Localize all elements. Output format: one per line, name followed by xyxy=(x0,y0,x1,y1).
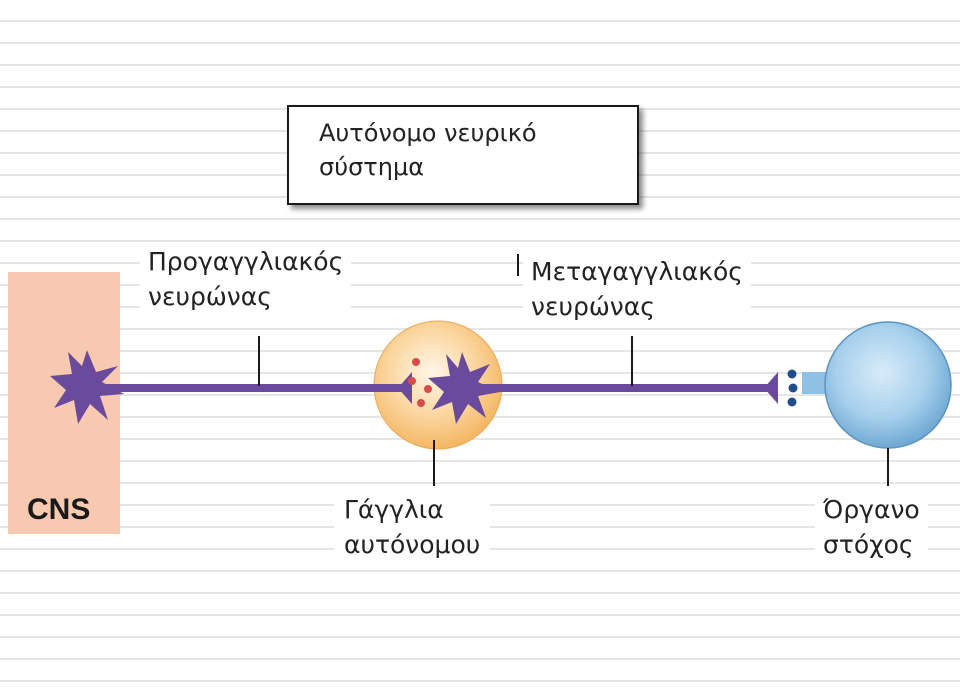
ganglion-vesicle xyxy=(412,358,420,366)
target-vesicle xyxy=(788,383,798,393)
ganglion-vesicle xyxy=(408,377,416,385)
target-organ-label: Όργανο στόχος xyxy=(815,492,928,562)
preganglionic-label-line-2: νευρώνας xyxy=(148,282,272,311)
ganglion-label: Γάγγλια αυτόνομου xyxy=(334,492,491,562)
target-vesicle xyxy=(787,397,797,407)
postganglionic-cell-body xyxy=(428,352,500,424)
preganglionic-label: Προγαγγλιακός νευρώνας xyxy=(140,244,352,314)
ganglion-vesicle xyxy=(424,385,432,393)
target-organ xyxy=(824,321,952,449)
preganglionic-cell-body xyxy=(50,350,124,424)
postganglionic-terminal xyxy=(764,372,778,404)
ganglion-label-line-1: Γάγγλια xyxy=(344,495,444,524)
title-box: Αυτόνομο νευρικό σύστημα xyxy=(287,105,639,205)
title-text: Αυτόνομο νευρικό σύστημα xyxy=(319,116,537,184)
preganglionic-label-line-1: Προγαγγλιακός xyxy=(148,247,344,276)
target-organ-label-line-1: Όργανο xyxy=(823,495,920,524)
target-organ-label-line-2: στόχος xyxy=(823,530,914,559)
cns-label: CNS xyxy=(27,493,91,526)
postganglionic-label-line-1: Μεταγαγγλιακός xyxy=(531,257,743,286)
ganglion-vesicle xyxy=(417,399,425,407)
target-organ-receptor-stub xyxy=(802,372,830,394)
title-line-2: σύστημα xyxy=(319,153,425,181)
postganglionic-label-line-2: νευρώνας xyxy=(531,292,655,321)
postganglionic-label: Μεταγαγγλιακός νευρώνας xyxy=(523,254,751,324)
title-line-1: Αυτόνομο νευρικό xyxy=(319,119,537,147)
target-vesicle xyxy=(787,369,797,379)
ganglion-label-line-2: αυτόνομου xyxy=(344,530,481,559)
